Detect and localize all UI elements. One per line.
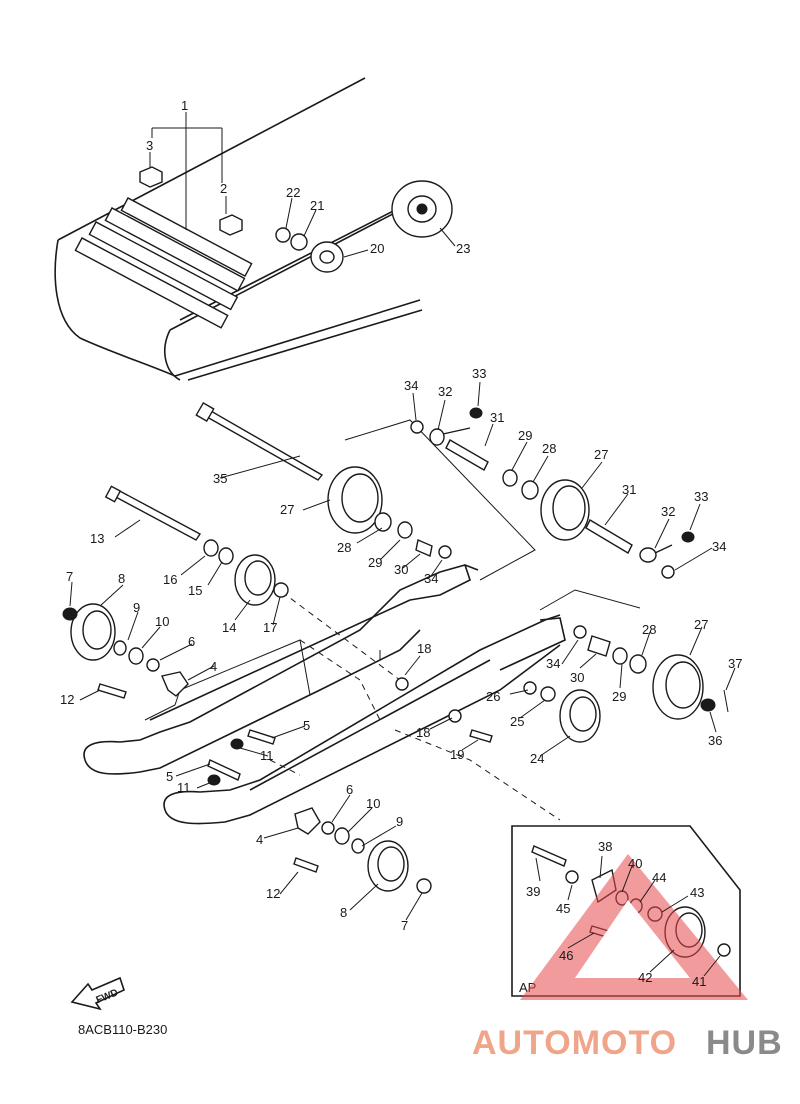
callout: 7 bbox=[401, 918, 408, 933]
callout: 44 bbox=[652, 870, 666, 885]
callout: 31 bbox=[622, 482, 636, 497]
wheels bbox=[70, 466, 706, 958]
callout: 28 bbox=[542, 441, 556, 456]
callout: 37 bbox=[728, 656, 742, 671]
wheel-14 bbox=[234, 554, 276, 606]
callout: 13 bbox=[90, 531, 104, 546]
callout-leaders bbox=[69, 112, 736, 977]
wheel-8a bbox=[70, 603, 116, 661]
collar-21 bbox=[290, 233, 308, 251]
track-clip-3 bbox=[139, 166, 163, 188]
callout: 9 bbox=[133, 600, 140, 615]
callout: 43 bbox=[690, 885, 704, 900]
callout: 22 bbox=[286, 185, 300, 200]
callout: 33 bbox=[472, 366, 486, 381]
callout: 10 bbox=[155, 614, 169, 629]
callout: 29 bbox=[612, 689, 626, 704]
callout: 46 bbox=[559, 948, 573, 963]
watermark-text-1: AUTOMOTO bbox=[472, 1024, 677, 1062]
callout: 15 bbox=[188, 583, 202, 598]
wheel-24 bbox=[559, 689, 601, 743]
callout: 29 bbox=[368, 555, 382, 570]
diagram-code: 8ACB110-B230 bbox=[78, 1022, 167, 1037]
callout: 3 bbox=[146, 138, 153, 153]
callout: 34 bbox=[546, 656, 560, 671]
track-lugs bbox=[74, 197, 253, 329]
callout: 28 bbox=[337, 540, 351, 555]
callout: 26 bbox=[486, 689, 500, 704]
callout: 6 bbox=[188, 634, 195, 649]
callout: 21 bbox=[310, 198, 324, 213]
callout: 40 bbox=[628, 856, 642, 871]
callout: 12 bbox=[60, 692, 74, 707]
callout: 14 bbox=[222, 620, 236, 635]
callout: 6 bbox=[346, 782, 353, 797]
shaft-35 bbox=[199, 406, 324, 481]
callout: 19 bbox=[450, 747, 464, 762]
wheel-8b bbox=[367, 840, 409, 892]
callout: 27 bbox=[594, 447, 608, 462]
track-clip-2 bbox=[219, 214, 243, 236]
callout: 5 bbox=[303, 718, 310, 733]
watermark-text-2: HUB bbox=[706, 1024, 783, 1062]
assembly-dashed-lines bbox=[269, 591, 561, 821]
callout: 31 bbox=[490, 410, 504, 425]
suspension-rails bbox=[83, 564, 566, 825]
callout: 1 bbox=[181, 98, 188, 113]
callout: 41 bbox=[692, 974, 706, 989]
callout: 30 bbox=[394, 562, 408, 577]
callout: 36 bbox=[708, 733, 722, 748]
callout: 45 bbox=[556, 901, 570, 916]
callout: 9 bbox=[396, 814, 403, 829]
callout: 4 bbox=[210, 659, 217, 674]
callout: 4 bbox=[256, 832, 263, 847]
callout: 28 bbox=[642, 622, 656, 637]
callout: 7 bbox=[66, 569, 73, 584]
small-parts bbox=[62, 407, 729, 894]
callout: 18 bbox=[417, 641, 431, 656]
group-outlines bbox=[144, 419, 641, 721]
idler-wheel-27a bbox=[327, 466, 383, 534]
track-assembly bbox=[54, 77, 453, 381]
collar-22 bbox=[275, 227, 291, 243]
callout: 30 bbox=[570, 670, 584, 685]
callout: 2 bbox=[220, 181, 227, 196]
callout: 29 bbox=[518, 428, 532, 443]
callout: 23 bbox=[456, 241, 470, 256]
callout: 35 bbox=[213, 471, 227, 486]
idler-wheel-27c bbox=[652, 654, 704, 720]
callout: 33 bbox=[694, 489, 708, 504]
callout: 8 bbox=[118, 571, 125, 586]
callout: 17 bbox=[263, 620, 277, 635]
callout: 34 bbox=[424, 571, 438, 586]
callout: 10 bbox=[366, 796, 380, 811]
fwd-label: FWD bbox=[95, 987, 120, 1006]
callout: 18 bbox=[416, 725, 430, 740]
callout: 27 bbox=[280, 502, 294, 517]
callout: 34 bbox=[404, 378, 418, 393]
callout-labels: 1 2 3 20 21 22 23 34 32 33 31 29 28 27 3… bbox=[60, 98, 742, 989]
shafts bbox=[104, 401, 324, 541]
callout: 11 bbox=[177, 780, 191, 795]
callout: 20 bbox=[370, 241, 384, 256]
callout: 5 bbox=[166, 769, 173, 784]
callout: 34 bbox=[712, 539, 726, 554]
shaft-13 bbox=[110, 488, 202, 541]
callout: 32 bbox=[438, 384, 452, 399]
callout: 27 bbox=[694, 617, 708, 632]
idler-wheel-27b bbox=[540, 479, 590, 541]
callout: 42 bbox=[638, 970, 652, 985]
fwd-arrow-icon: FWD bbox=[70, 976, 125, 1011]
callout: 16 bbox=[163, 572, 177, 587]
callout: 8 bbox=[340, 905, 347, 920]
callout: 39 bbox=[526, 884, 540, 899]
callout: 11 bbox=[260, 748, 274, 763]
callout: 25 bbox=[510, 714, 524, 729]
callout: 32 bbox=[661, 504, 675, 519]
watermark-logo: AUTOMOTO HUB bbox=[472, 854, 783, 1062]
callout: 24 bbox=[530, 751, 544, 766]
callout: 12 bbox=[266, 886, 280, 901]
callout: 38 bbox=[598, 839, 612, 854]
